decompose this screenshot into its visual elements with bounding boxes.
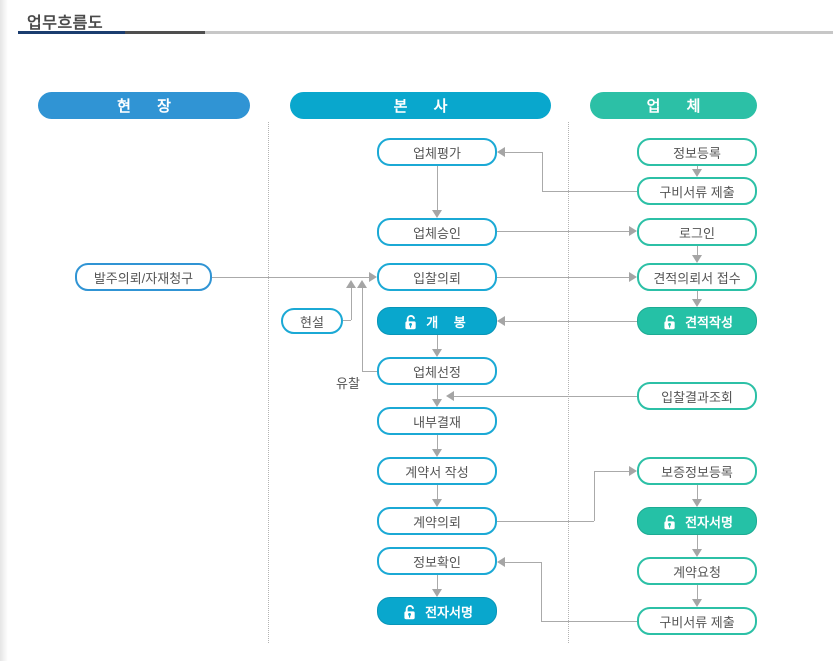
connector-contractreq-to-guarantee <box>497 521 594 522</box>
node-quotation-writing-label: 견적작성 <box>685 314 733 330</box>
connector-login-to-receipt <box>697 246 698 256</box>
node-contract-request-vendor: 계약요청 <box>637 557 757 585</box>
arrowhead-contractreq-to-docs2 <box>692 599 702 607</box>
arrowhead-failedbid-to-bidrequest <box>357 280 367 288</box>
node-digital-signature-hq-label: 전자서명 <box>425 604 473 620</box>
column-header-headquarters: 본 사 <box>290 92 551 119</box>
connector-internal-to-drafting <box>437 435 438 450</box>
node-document-submission-1: 구비서류 제출 <box>637 177 757 205</box>
connector-signature-to-contractreq <box>697 535 698 550</box>
node-login: 로그인 <box>637 218 757 246</box>
node-bid-opening-label: 개 봉 <box>426 314 472 330</box>
connector-receipt-to-writing <box>697 291 698 300</box>
connector-docs1-to-evaluation <box>542 152 543 191</box>
node-info-confirmation: 정보확인 <box>377 547 497 575</box>
arrowhead-approval-to-login <box>629 226 637 236</box>
failed-bid-label: 유찰 <box>336 376 360 391</box>
column-header-site: 현 장 <box>38 92 250 119</box>
connector-approval-to-login <box>497 231 630 232</box>
page-left-shadow <box>0 0 8 661</box>
node-bid-request: 입찰의뢰 <box>377 263 497 291</box>
lock-open-icon <box>664 514 675 529</box>
connector-docs2-to-infoconfirm <box>541 621 637 622</box>
arrowhead-evaluation-to-approval <box>432 210 442 218</box>
arrowhead-login-to-receipt <box>692 255 702 263</box>
title-underline-light <box>205 31 833 34</box>
connector-order-to-bidrequest <box>212 277 370 278</box>
node-digital-signature-vendor: 전자서명 <box>637 507 757 535</box>
arrowhead-guarantee-to-signature <box>692 499 702 507</box>
arrowhead-sitebriefing-to-bidrequest <box>346 280 356 288</box>
arrowhead-signature-to-contractreq <box>692 549 702 557</box>
connector-bidresult-to-selection <box>454 396 637 397</box>
connector-contractreq-to-guarantee <box>594 471 630 472</box>
node-internal-approval: 내부결재 <box>377 407 497 435</box>
node-bid-opening: 개 봉 <box>377 307 497 335</box>
node-vendor-evaluation: 업체평가 <box>377 138 497 166</box>
connector-sitebriefing-to-bidrequest <box>351 288 352 320</box>
connector-infoconfirm-to-signature <box>437 575 438 590</box>
arrowhead-docs1-to-evaluation <box>497 147 505 157</box>
arrowhead-drafting-to-request <box>432 499 442 507</box>
title-underline-navy <box>18 31 125 34</box>
connector-contractreq-to-docs2 <box>697 585 698 600</box>
lock-open-icon <box>405 314 416 329</box>
arrowhead-internal-to-drafting <box>432 449 442 457</box>
arrowhead-infoconfirm-to-signature <box>432 589 442 597</box>
node-document-submission-2: 구비서류 제출 <box>637 607 757 635</box>
node-contract-request-hq: 계약의뢰 <box>377 507 497 535</box>
page-title: 업무흐름도 <box>27 15 104 32</box>
arrowhead-writing-to-opening <box>497 316 505 326</box>
node-guarantee-info-registration: 보증정보등록 <box>637 457 757 485</box>
node-vendor-approval: 업체승인 <box>377 218 497 246</box>
arrowhead-receipt-to-writing <box>692 299 702 307</box>
connector-failedbid-to-bidrequest <box>362 288 363 371</box>
column-header-vendor: 업 체 <box>590 92 757 119</box>
arrowhead-bidresult-to-selection <box>446 391 454 401</box>
connector-selection-to-internal <box>437 385 438 400</box>
connector-contractreq-to-guarantee <box>594 471 595 521</box>
title-underline-dark <box>125 31 205 34</box>
node-site-briefing: 현설 <box>281 308 343 334</box>
arrowhead-opening-to-selection <box>432 349 442 357</box>
node-vendor-selection: 업체선정 <box>377 357 497 385</box>
connector-evaluation-to-approval <box>437 166 438 210</box>
node-quotation-writing: 견적작성 <box>637 307 757 335</box>
connector-failedbid-to-bidrequest <box>362 371 377 372</box>
connector-opening-to-selection <box>437 335 438 350</box>
node-info-registration: 정보등록 <box>637 138 757 166</box>
node-contract-drafting: 계약서 작성 <box>377 457 497 485</box>
arrowhead-selection-to-internal <box>432 399 442 407</box>
connector-bidrequest-to-receipt <box>497 277 630 278</box>
connector-guarantee-to-signature <box>697 485 698 500</box>
arrowhead-docs2-to-infoconfirm <box>497 557 505 567</box>
lane-divider-right <box>568 122 569 643</box>
connector-docs1-to-evaluation <box>505 152 542 153</box>
lock-open-icon <box>404 604 415 619</box>
connector-registration-to-docs1 <box>697 166 698 170</box>
node-quotation-request-receipt: 견적의뢰서 접수 <box>637 263 757 291</box>
node-digital-signature-hq: 전자서명 <box>377 597 497 625</box>
arrowhead-order-to-bidrequest <box>369 272 377 282</box>
connector-sitebriefing-to-bidrequest <box>343 320 351 321</box>
connector-docs2-to-infoconfirm <box>505 562 541 563</box>
lock-open-icon <box>664 314 675 329</box>
node-bid-result-inquiry: 입찰결과조회 <box>637 382 757 410</box>
connector-docs2-to-infoconfirm <box>541 562 542 621</box>
connector-writing-to-opening <box>505 321 637 322</box>
arrowhead-registration-to-docs1 <box>692 169 702 177</box>
connector-docs1-to-evaluation <box>542 191 637 192</box>
node-digital-signature-vendor-label: 전자서명 <box>685 514 733 530</box>
connector-drafting-to-request <box>437 485 438 500</box>
lane-divider-left <box>268 122 269 643</box>
node-order-request: 발주의뢰/자재청구 <box>75 263 212 291</box>
arrowhead-bidrequest-to-receipt <box>629 272 637 282</box>
arrowhead-contractreq-to-guarantee <box>629 466 637 476</box>
